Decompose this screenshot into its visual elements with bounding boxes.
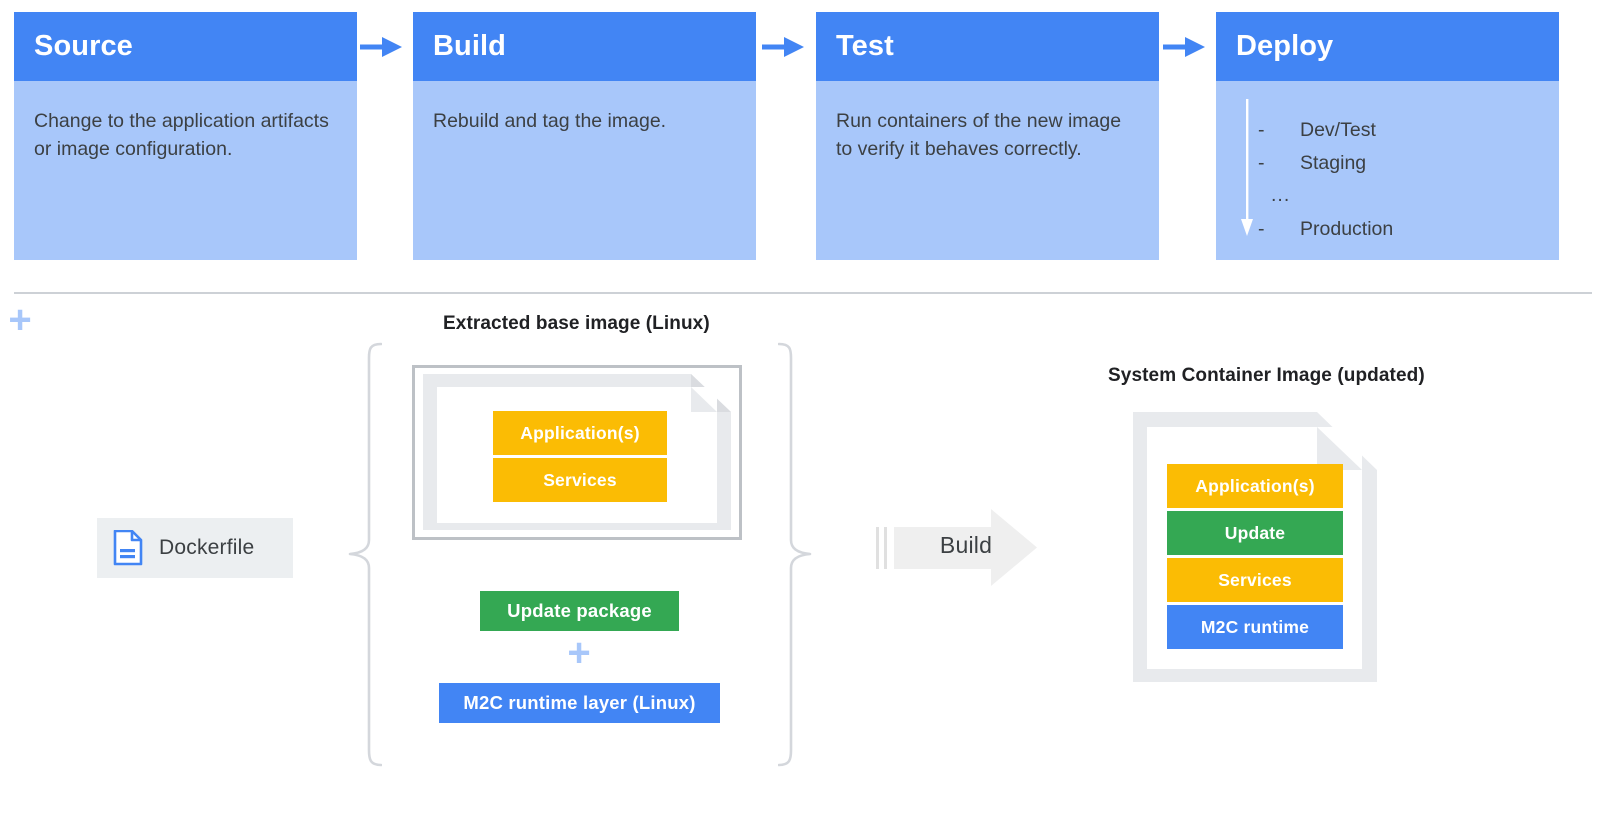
- flow-arrow-source-to-build: [360, 35, 404, 59]
- flow-arrow-build-to-test: [762, 35, 806, 59]
- deploy-item-label: Dev/Test: [1300, 119, 1376, 141]
- pipeline-stage-source[interactable]: Source Change to the application artifac…: [14, 12, 357, 260]
- grouping-brace-left: [348, 342, 383, 767]
- extracted-base-image-container: Application(s) Services: [412, 365, 742, 540]
- stage-header-deploy: Deploy: [1216, 12, 1559, 81]
- build-action-label: Build: [939, 532, 993, 558]
- deploy-item-dash: -: [1258, 119, 1265, 141]
- stage-body-source: Change to the application artifacts or i…: [14, 81, 357, 163]
- flow-arrow-test-to-deploy: [1163, 35, 1207, 59]
- build-action-arrow-icon: [876, 505, 1039, 590]
- pipeline-stage-build[interactable]: Build Rebuild and tag the image.: [413, 12, 756, 260]
- system-container-image-container: Application(s) Update Services M2C runti…: [1129, 408, 1381, 686]
- stage-description-source: Change to the application artifacts or i…: [34, 110, 329, 160]
- stage-body-test: Run containers of the new image to verif…: [816, 81, 1159, 163]
- base-image-layer-stack: Application(s) Services: [493, 411, 667, 502]
- cicd-pipeline-row: Source Change to the application artifac…: [0, 0, 1606, 268]
- deploy-item-label: Production: [1300, 218, 1394, 240]
- stage-title-build: Build: [433, 30, 506, 62]
- deploy-item-dash: -: [1258, 152, 1265, 174]
- stage-header-source: Source: [14, 12, 357, 81]
- stage-description-build: Rebuild and tag the image.: [433, 110, 667, 132]
- stage-header-test: Test: [816, 12, 1159, 81]
- stage-body-build: Rebuild and tag the image.: [413, 81, 756, 135]
- deploy-environment-item: - Production: [1258, 218, 1508, 251]
- addon-update-package: Update package: [480, 591, 679, 631]
- layer-services: Services: [493, 458, 667, 502]
- result-image-caption: System Container Image (updated): [1108, 365, 1425, 386]
- result-image-layer-stack: Application(s) Update Services M2C runti…: [1167, 464, 1343, 649]
- deploy-environment-item: - Staging: [1258, 152, 1508, 185]
- stage-description-test: Run containers of the new image to verif…: [836, 110, 1122, 160]
- deploy-progression-arrow-icon: [1239, 99, 1255, 239]
- deploy-item-label: Staging: [1300, 152, 1367, 174]
- stage-title-test: Test: [836, 30, 894, 62]
- plus-sign-1-icon: +: [8, 298, 32, 342]
- layer-services: Services: [1167, 558, 1343, 602]
- pipeline-stage-deploy[interactable]: Deploy - Dev/Test - Staging ...: [1216, 12, 1559, 260]
- dockerfile-chip[interactable]: Dockerfile: [97, 518, 293, 578]
- deploy-list-ellipsis: ...: [1271, 184, 1291, 206]
- image-build-diagram: Extracted base image (Linux) System Cont…: [0, 300, 1606, 822]
- grouping-brace-right: [777, 342, 812, 767]
- dockerfile-label: Dockerfile: [159, 536, 255, 559]
- section-divider: [14, 292, 1592, 294]
- base-image-caption: Extracted base image (Linux): [443, 313, 710, 334]
- layer-update: Update: [1167, 511, 1343, 555]
- plus-sign-2-icon: +: [567, 631, 591, 675]
- addon-m2c-runtime-layer: M2C runtime layer (Linux): [439, 683, 720, 723]
- deploy-item-dash: -: [1258, 218, 1265, 240]
- layer-m2c-runtime: M2C runtime: [1167, 605, 1343, 649]
- pipeline-stage-test[interactable]: Test Run containers of the new image to …: [816, 12, 1159, 260]
- deploy-environment-list: - Dev/Test - Staging ... - Production: [1258, 119, 1508, 251]
- layer-applications: Application(s): [1167, 464, 1343, 508]
- stage-title-deploy: Deploy: [1236, 30, 1334, 62]
- dockerfile-document-icon: [113, 529, 143, 566]
- layer-applications: Application(s): [493, 411, 667, 455]
- deploy-environment-item: - Dev/Test: [1258, 119, 1508, 152]
- stage-header-build: Build: [413, 12, 756, 81]
- stage-title-source: Source: [34, 30, 133, 62]
